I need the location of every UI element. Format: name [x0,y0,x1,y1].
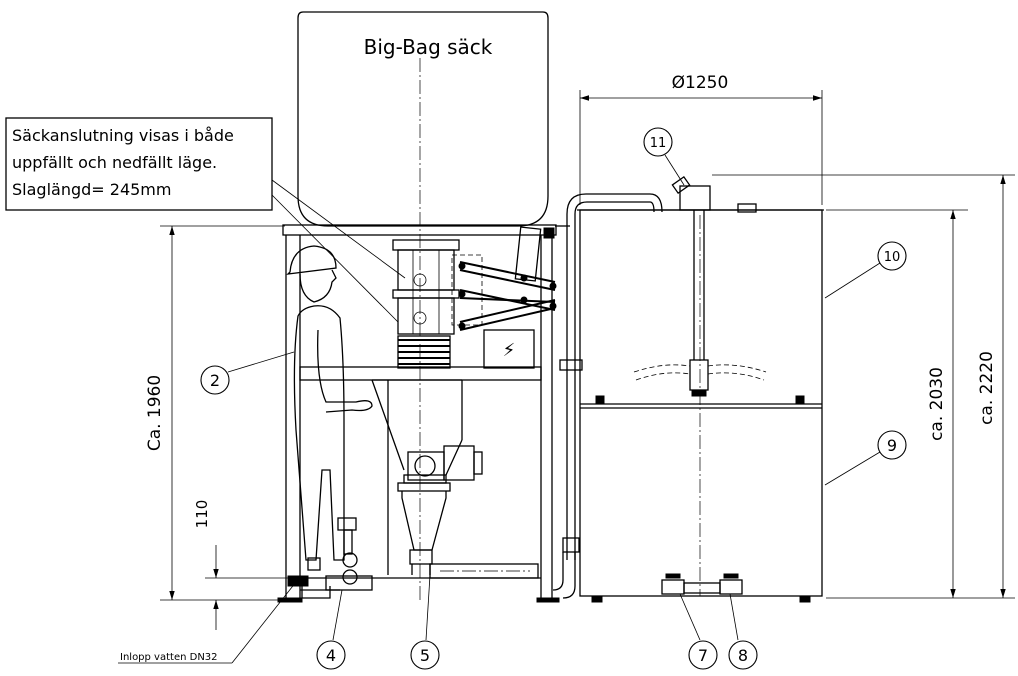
dim-frame-height: Ca. 1960 [145,375,165,451]
dim-small-height: 110 [193,500,211,529]
big-bag-title: Big-Bag säck [364,35,493,59]
balloon-7-label: 7 [698,646,708,665]
mixing-tank [577,175,824,603]
dimension-lines [160,90,1015,630]
lift-arms [458,226,557,331]
hopper [371,379,539,579]
operator-figure [286,245,373,599]
note-line-3: Slaglängd= 245mm [12,180,171,199]
balloon-2-label: 2 [210,371,220,390]
note-line-2: uppfällt och nedfällt läge. [12,153,217,172]
balloon-8: 8 [728,640,758,670]
connection-pipe [552,193,663,599]
balloon-9: 9 [877,430,907,460]
balloon-5-label: 5 [420,646,430,665]
big-bag [297,11,549,600]
balloon-10-label: 10 [884,250,901,265]
note-box [5,117,406,323]
dim-tank-height: ca. 2030 [927,367,947,441]
bag-connection [392,239,483,369]
balloon-9-label: 9 [887,436,897,455]
balloon-4: 4 [316,640,346,670]
balloon-5: 5 [410,640,440,670]
inlet-label: Inlopp vatten DN32 [120,652,218,663]
balloon-4-label: 4 [326,646,336,665]
inlet-leader [118,581,297,664]
dim-total-height: ca. 2220 [977,351,997,425]
balloon-10: 10 [877,241,907,271]
electrical-symbol: ⚡ [503,340,516,361]
balloon-2: 2 [200,365,230,395]
balloon-8-label: 8 [738,646,748,665]
balloon-11: 11 [643,127,673,157]
balloon-11-label: 11 [650,136,667,151]
balloon-leaders [227,154,881,641]
balloon-7: 7 [688,640,718,670]
note-line-1: Säckanslutning visas i både [12,126,234,145]
dim-diameter: Ø1250 [672,73,729,93]
electrical-box [483,329,535,369]
